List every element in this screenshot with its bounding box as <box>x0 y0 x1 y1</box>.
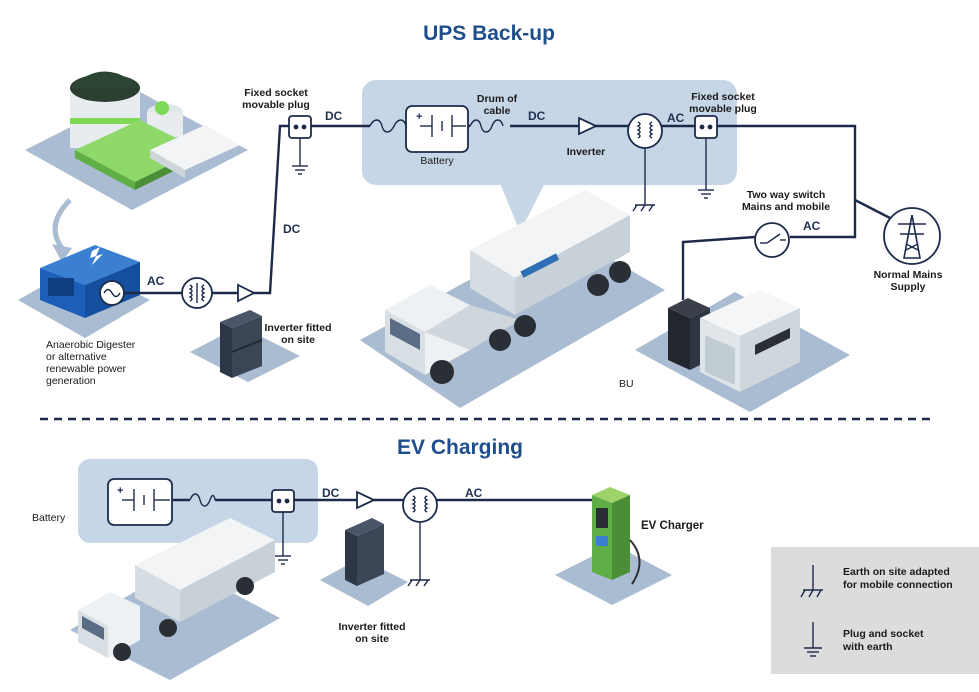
fixed-socket-2-icon <box>694 115 718 199</box>
digester-to-generator-arrow <box>52 198 72 250</box>
transformer-ev-icon <box>402 487 438 587</box>
inverter-top-label: Inverter <box>567 146 606 158</box>
two-way-switch-label-line2: Mains and mobile <box>742 201 830 213</box>
legend-earth-icon <box>800 565 823 598</box>
ac-top-label: AC <box>667 111 685 125</box>
bu-label: BU <box>619 378 634 390</box>
battery-ev-label: Battery <box>32 512 66 524</box>
bu-unit-illustration <box>668 290 800 392</box>
svg-text:+: + <box>117 485 123 497</box>
ac-digester-label: AC <box>147 274 165 288</box>
truck-ev-illustration <box>78 518 275 661</box>
two-way-switch-label-line1: Two way switch <box>747 189 826 201</box>
inverter-fitted-1-illustration <box>220 310 263 378</box>
ev-title: EV Charging <box>397 436 523 459</box>
drum-of-cable-label-line2: cable <box>484 105 511 117</box>
socket-ev-icon <box>271 489 295 565</box>
dc-vertical-label: DC <box>283 222 301 236</box>
anaerobic-digester-illustration <box>70 71 240 190</box>
ups-title: UPS Back-up <box>423 22 555 45</box>
dc-battery-label: DC <box>528 109 546 123</box>
inverter-fitted-2-label-line2: on site <box>355 633 389 645</box>
inverter-triangle-icon <box>237 283 257 303</box>
drum-of-cable-label-line1: Drum of <box>477 93 518 105</box>
transformer-top-icon <box>627 113 663 212</box>
ac-switch-label: AC <box>803 219 821 233</box>
legend-earth-label-line2: for mobile connection <box>843 579 953 591</box>
ev-charger-illustration <box>592 487 641 585</box>
inverter-fitted-2-illustration <box>345 518 384 586</box>
transformer-digester-icon <box>181 277 213 309</box>
cable-coil-ev-icon <box>189 493 216 507</box>
inverter-fitted-1-label-line2: on site <box>281 334 315 346</box>
fixed-socket-1-label-line2: movable plug <box>242 99 310 111</box>
ev-charger-label: EV Charger <box>641 520 704 532</box>
digester-label-line4: generation <box>46 375 96 387</box>
battery-ev-icon: + <box>107 478 173 526</box>
battery-top-label: Battery <box>420 155 454 167</box>
fixed-socket-2-label-line2: movable plug <box>689 103 757 115</box>
cable-coil-2-icon <box>469 119 504 133</box>
normal-mains-label-line2: Supply <box>890 281 925 293</box>
digester-label-line1: Anaerobic Digester <box>46 339 136 351</box>
svg-text:+: + <box>416 111 422 123</box>
fixed-socket-1-label-line1: Fixed socket <box>244 87 308 99</box>
fixed-socket-2-label-line1: Fixed socket <box>691 91 755 103</box>
normal-mains-label-line1: Normal Mains <box>874 269 943 281</box>
inverter-ev-icon <box>356 490 377 510</box>
inverter-top-icon <box>578 116 599 136</box>
ac-wave-icon <box>103 288 121 298</box>
dc-ev-label: DC <box>322 486 340 500</box>
legend-plug-label-line2: with earth <box>842 641 893 653</box>
pylon-icon <box>883 207 941 265</box>
digester-arrow-head <box>52 244 72 262</box>
inverter-fitted-2-label-line1: Inverter fitted <box>338 621 405 633</box>
battery-top-icon: + <box>405 105 469 153</box>
fixed-socket-1-icon <box>288 115 312 175</box>
two-way-switch-icon <box>754 222 790 258</box>
digester-label-line3: renewable power <box>46 363 126 375</box>
digester-label-line2: or alternative <box>46 351 107 363</box>
panel-callout <box>500 183 545 232</box>
truck-top-illustration <box>385 190 631 384</box>
inverter-fitted-1-label-line1: Inverter fitted <box>264 322 331 334</box>
legend-plug-label-line1: Plug and socket <box>843 628 924 640</box>
legend-earth-label-line1: Earth on site adapted <box>843 566 950 578</box>
legend-plug-earth-icon <box>804 622 822 657</box>
ac-ev-label: AC <box>465 486 483 500</box>
dc-top-label: DC <box>325 109 343 123</box>
legend-box <box>771 547 979 674</box>
